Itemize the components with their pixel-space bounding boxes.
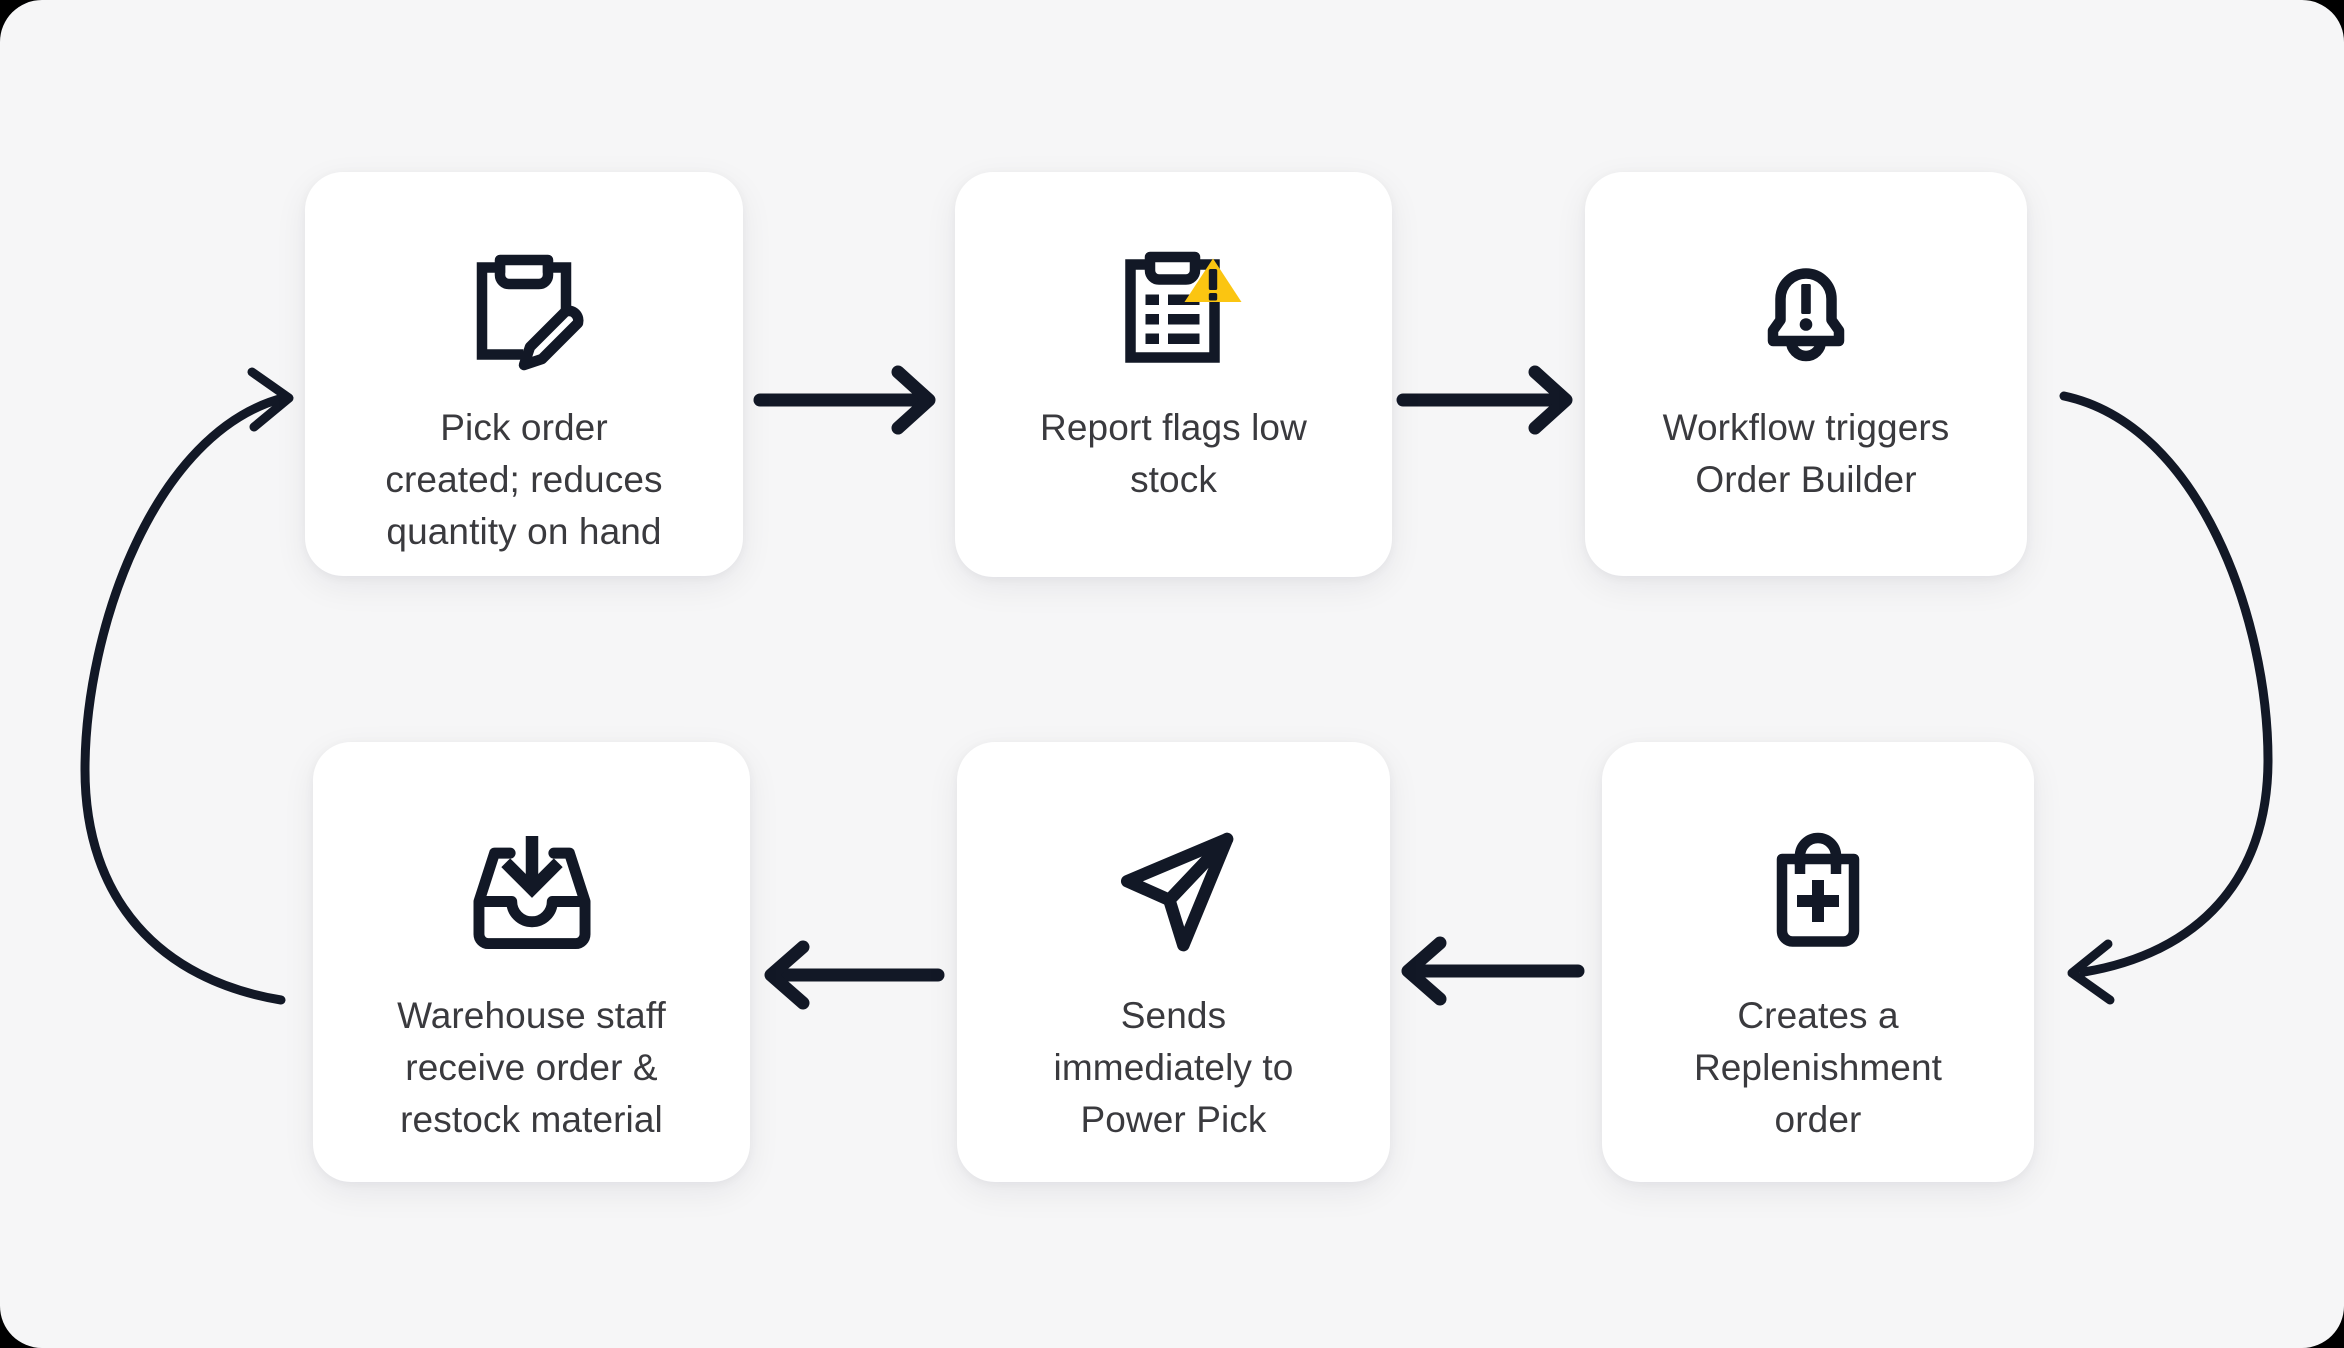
- bell-alert-icon: [1585, 224, 2027, 392]
- inbox-download-icon: [313, 800, 750, 978]
- step-card-label: Report flags low stock: [1040, 407, 1307, 500]
- arrow-step3-to-step4: [2059, 391, 2273, 1005]
- clipboard-pencil-icon: [305, 224, 743, 392]
- step-card-pick-order-created[interactable]: Pick order created; reduces quantity on …: [305, 172, 743, 576]
- step-card-label: Sends immediately to Power Pick: [1053, 995, 1294, 1140]
- arrow-step1-to-step2: [753, 365, 936, 435]
- step-card-sends-to-power-pick[interactable]: Sends immediately to Power Pick: [957, 742, 1390, 1182]
- paper-plane-icon: [957, 800, 1390, 978]
- step-card-label: Creates a Replenishment order: [1693, 995, 1943, 1140]
- step-card-creates-replenishment-order[interactable]: Creates a Replenishment order: [1602, 742, 2034, 1182]
- shopping-bag-plus-icon: [1602, 800, 2034, 978]
- step-card-workflow-triggers-order-builder[interactable]: Workflow triggers Order Builder: [1585, 172, 2027, 576]
- arrow-step6-to-step1: [80, 367, 294, 1005]
- step-card-report-flags-low-stock[interactable]: Report flags low stock: [955, 172, 1392, 577]
- arrow-step4-to-step5: [1401, 936, 1585, 1006]
- arrow-step2-to-step3: [1396, 365, 1573, 435]
- step-card-label: Warehouse staff receive order & restock …: [397, 995, 666, 1140]
- clipboard-list-warning-icon: [955, 224, 1392, 392]
- arrow-step5-to-step6: [764, 940, 945, 1010]
- step-card-label: Pick order created; reduces quantity on …: [385, 407, 663, 552]
- step-card-warehouse-staff-restock[interactable]: Warehouse staff receive order & restock …: [313, 742, 750, 1182]
- step-card-label: Workflow triggers Order Builder: [1662, 407, 1950, 500]
